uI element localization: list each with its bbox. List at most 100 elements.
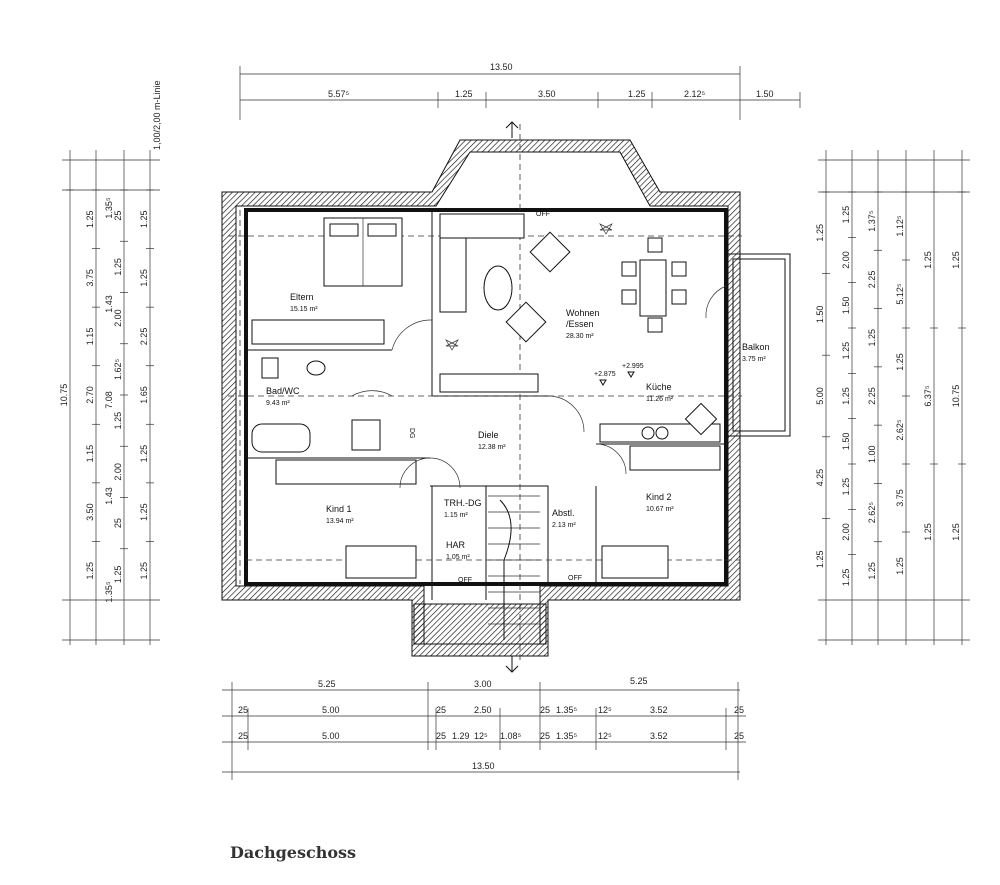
vertical-dim-label: 1.25 bbox=[139, 269, 149, 287]
bottom-r2: 2.50 bbox=[474, 705, 492, 715]
vertical-dim-label: 2.00 bbox=[113, 309, 123, 327]
left-dimensions: 10.751.253.751.152.701.153.501.25251.252… bbox=[59, 150, 160, 645]
room-name-kueche: Küche bbox=[646, 382, 672, 392]
bottom-r2: 25 bbox=[238, 705, 248, 715]
bottom-r3: 1.35⁵ bbox=[556, 731, 578, 741]
bottom-r2: 5.00 bbox=[322, 705, 340, 715]
vertical-dim-label: 2.70 bbox=[85, 386, 95, 404]
room-name-wohnen: Wohnen bbox=[566, 308, 599, 318]
level-markers: +2.875 +2.995 bbox=[594, 363, 644, 386]
room-name-eltern: Eltern bbox=[290, 292, 314, 302]
vertical-dim-label: 1.25 bbox=[841, 478, 851, 496]
vertical-dim-label: 1.25 bbox=[841, 387, 851, 405]
top-seg: 2.12⁵ bbox=[684, 89, 706, 99]
room-name-diele: Diele bbox=[478, 430, 499, 440]
vertical-dim-label: 1.25 bbox=[85, 211, 95, 229]
vertical-dim-label: 1.37⁵ bbox=[867, 210, 877, 232]
bottom-r2: 1.35⁵ bbox=[556, 705, 578, 715]
vertical-dim-label: 1.35⁵ bbox=[104, 197, 114, 219]
room-area-kueche: 11.26 m² bbox=[646, 396, 674, 403]
bottom-r3: 12⁵ bbox=[474, 731, 488, 741]
room-name-kind1: Kind 1 bbox=[326, 504, 352, 514]
bottom-r3: 25 bbox=[734, 731, 744, 741]
drawing-title: Dachgeschoss bbox=[230, 843, 357, 862]
bottom-r2: 12⁵ bbox=[598, 705, 612, 715]
vertical-dim-label: 1.25 bbox=[815, 224, 825, 242]
vertical-dim-label: 1.50 bbox=[815, 306, 825, 324]
room-name-balkon: Balkon bbox=[742, 342, 770, 352]
vertical-dim-label: 1.35⁵ bbox=[104, 581, 114, 603]
room-name-bad: Bad/WC bbox=[266, 386, 300, 396]
vertical-dim-label: 1.25 bbox=[139, 445, 149, 463]
vertical-dim-label: 1.25 bbox=[113, 412, 123, 430]
room-area-diele: 12.38 m² bbox=[478, 444, 506, 451]
vertical-dim-label: 10.75 bbox=[59, 384, 69, 407]
vertical-dim-label: 1.25 bbox=[139, 562, 149, 580]
vertical-dim-label: 25 bbox=[113, 518, 123, 528]
top-overall: 13.50 bbox=[490, 62, 513, 72]
vertical-dim-label: 1.25 bbox=[139, 211, 149, 229]
bottom-r3: 1.08⁵ bbox=[500, 731, 522, 741]
top-seg: 1.25 bbox=[455, 89, 473, 99]
vertical-dim-label: 1.25 bbox=[815, 550, 825, 568]
room-area-abstl: 2.13 m² bbox=[552, 522, 576, 529]
room-name-trh: TRH.-DG bbox=[444, 498, 482, 508]
top-seg: 1.25 bbox=[628, 89, 646, 99]
vertical-dim-label: 1.65 bbox=[139, 386, 149, 404]
vertical-dim-label: 1.25 bbox=[951, 523, 961, 541]
vertical-dim-label: 1.43 bbox=[104, 295, 114, 313]
bottom-r3: 12⁵ bbox=[598, 731, 612, 741]
top-seg: 1.50 bbox=[756, 89, 774, 99]
room-name-kind2: Kind 2 bbox=[646, 492, 672, 502]
bottom-r2: 25 bbox=[540, 705, 550, 715]
vertical-dim-label: 1.25 bbox=[841, 342, 851, 360]
bottom-r2: 25 bbox=[734, 705, 744, 715]
right-dimensions: 1.251.505.004.251.251.252.001.501.251.25… bbox=[815, 150, 970, 645]
vertical-dim-label: 1.25 bbox=[923, 523, 933, 541]
vertical-dim-label: 7.08 bbox=[104, 391, 114, 409]
room-name-har: HAR bbox=[446, 540, 466, 550]
vertical-dim-label: 2.62⁵ bbox=[867, 502, 877, 524]
room-area-kind1: 13.94 m² bbox=[326, 518, 354, 525]
vertical-dim-label: 1.25 bbox=[85, 562, 95, 580]
off-labels: OFF OFF OFF DG bbox=[408, 211, 582, 584]
room-area-har: 1.05 m² bbox=[446, 554, 470, 561]
vertical-dim-label: 2.25 bbox=[139, 328, 149, 346]
off-label: OFF bbox=[458, 577, 472, 584]
vertical-dim-label: 3.50 bbox=[85, 503, 95, 521]
section-arrows bbox=[505, 121, 519, 673]
vertical-dim-label: 1.50 bbox=[841, 297, 851, 315]
bottom-r3: 25 bbox=[238, 731, 248, 741]
vertical-dim-label: 1.62⁵ bbox=[113, 358, 123, 380]
bottom-r1: 3.00 bbox=[474, 679, 492, 689]
vertical-dim-label: 1.12⁵ bbox=[895, 215, 905, 237]
bottom-r2: 3.52 bbox=[650, 705, 668, 715]
vertical-dim-label: 1.25 bbox=[867, 329, 877, 347]
vertical-dim-label: 1.25 bbox=[113, 258, 123, 276]
bottom-r3: 3.52 bbox=[650, 731, 668, 741]
vertical-dim-label: 1.15 bbox=[85, 328, 95, 346]
vertical-dim-label: 1.25 bbox=[867, 562, 877, 580]
vertical-dim-label: 1.25 bbox=[895, 353, 905, 371]
vertical-dim-label: 6.37⁵ bbox=[923, 385, 933, 407]
vertical-dim-label: 2.00 bbox=[841, 251, 851, 269]
vertical-dim-label: 1.25 bbox=[113, 566, 123, 584]
room-name-wohnen: /Essen bbox=[566, 319, 594, 329]
level-1: +2.875 bbox=[594, 371, 616, 378]
bottom-r1: 5.25 bbox=[630, 676, 648, 686]
vertical-dim-label: 25 bbox=[113, 211, 123, 221]
bottom-overall: 13.50 bbox=[472, 761, 495, 771]
vertical-dim-label: 2.62⁵ bbox=[895, 419, 905, 441]
vertical-dim-label: 1.43 bbox=[104, 487, 114, 505]
bottom-r3: 1.29 bbox=[452, 731, 470, 741]
vertical-dim-label: 1.15 bbox=[85, 445, 95, 463]
top-seg: 5.57⁵ bbox=[328, 89, 350, 99]
vertical-dim-label: 1.25 bbox=[923, 251, 933, 269]
bottom-r3: 25 bbox=[540, 731, 550, 741]
bottom-dimensions: 5.25 3.00 5.25 25 5.00 25 2.50 25 1.35⁵ … bbox=[222, 676, 746, 780]
level-2: +2.995 bbox=[622, 363, 644, 370]
vertical-dim-label: 3.75 bbox=[895, 489, 905, 507]
built-in-cupboards bbox=[251, 319, 721, 485]
balcony bbox=[727, 253, 791, 437]
